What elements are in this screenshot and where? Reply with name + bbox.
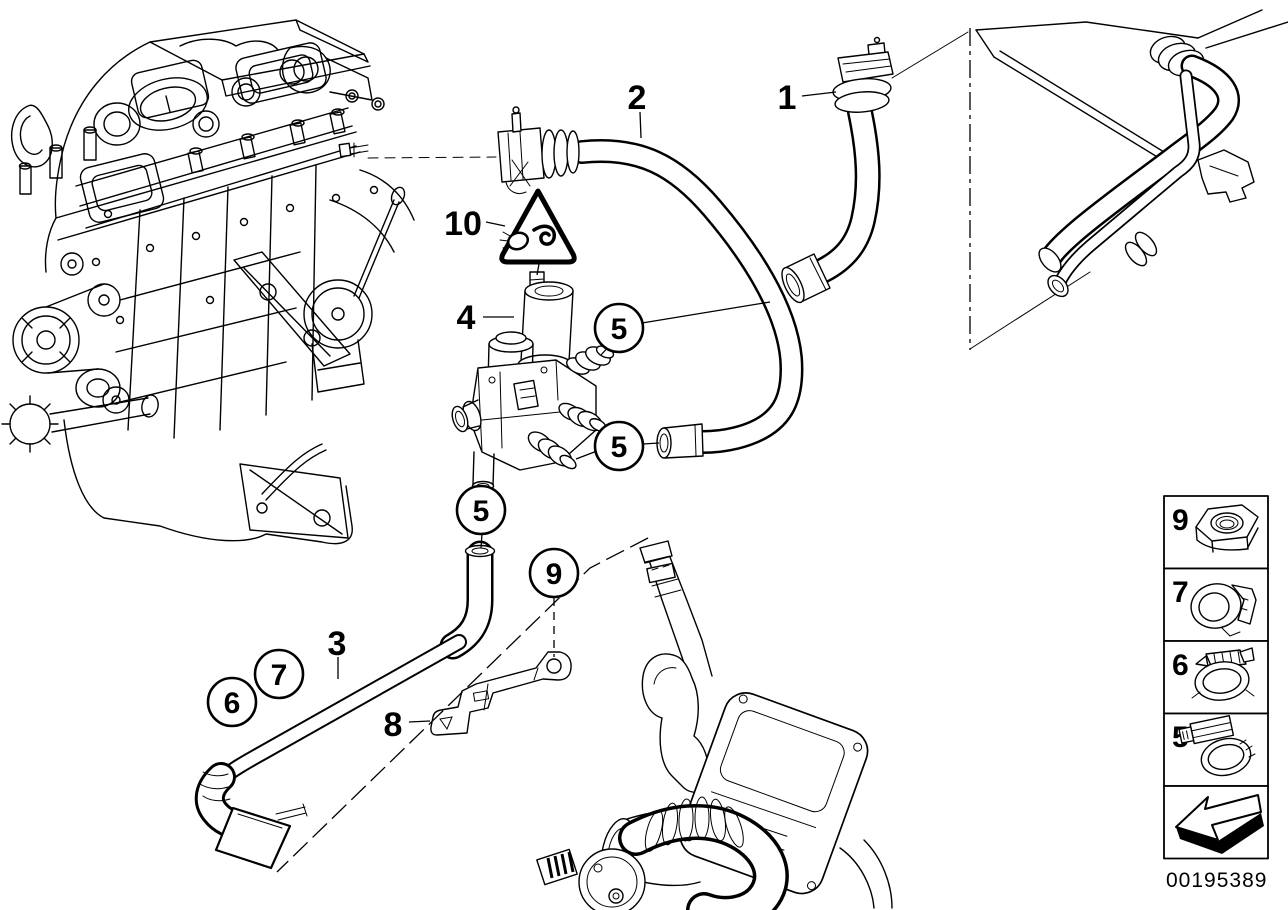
detail-boundary-line xyxy=(276,537,649,873)
legend-item-arrow[interactable] xyxy=(1163,785,1269,860)
hose-2-drawing xyxy=(497,106,791,459)
engine-connection-leader xyxy=(338,142,497,159)
callout-5-circled-top[interactable]: 5 xyxy=(593,302,645,354)
legend-item-7-label: 7 xyxy=(1172,576,1189,609)
worm-drive-hose-clamp-icon xyxy=(1178,714,1256,777)
document-number: 00195389 xyxy=(1166,869,1267,892)
hose-2-fitting xyxy=(497,106,580,195)
corrugated-hose-ribs xyxy=(644,796,744,852)
callout-8[interactable]: 8 xyxy=(384,706,403,744)
callout-5a-label[interactable]: 5 xyxy=(611,313,628,346)
callout-3-label[interactable]: 3 xyxy=(328,625,347,663)
profile-clamp-icon xyxy=(1191,647,1255,701)
callout-8-label[interactable]: 8 xyxy=(384,706,403,744)
callout-1-label[interactable]: 1 xyxy=(778,79,797,117)
callout-4-label[interactable]: 4 xyxy=(457,299,476,337)
callout-6-circled[interactable]: 6 xyxy=(206,676,258,728)
hose-1-connector xyxy=(832,36,894,113)
hose-1-drawing xyxy=(781,36,894,304)
callout-7-circled[interactable]: 7 xyxy=(253,648,305,700)
direction-arrow-icon xyxy=(1175,794,1264,854)
hose-clip-icon xyxy=(1190,583,1257,637)
mounting-bracket-drawing xyxy=(430,651,572,736)
callout-1[interactable]: 1 xyxy=(778,79,797,117)
legend-item-6-label: 6 xyxy=(1172,649,1189,682)
legend-item-9[interactable]: 9 xyxy=(1163,495,1269,570)
heater-pump-assembly-drawing xyxy=(536,540,893,910)
callout-10-label[interactable]: 10 xyxy=(444,205,482,243)
callout-2[interactable]: 2 xyxy=(628,79,647,117)
hex-nut-icon xyxy=(1195,504,1259,553)
callout-7-label[interactable]: 7 xyxy=(271,659,288,692)
callout-10[interactable]: 10 xyxy=(444,205,482,243)
callout-9-label[interactable]: 9 xyxy=(546,558,563,591)
callout-5b-label[interactable]: 5 xyxy=(611,431,628,464)
legend-item-5[interactable]: 5 xyxy=(1163,712,1269,787)
callout-2-label[interactable]: 2 xyxy=(628,79,647,117)
callout-3[interactable]: 3 xyxy=(328,625,347,663)
legend-item-9-label: 9 xyxy=(1172,504,1189,537)
engine-block-drawing xyxy=(1,19,415,545)
pinch-hazard-warning-triangle-icon xyxy=(499,188,577,265)
radiator-context-drawing xyxy=(891,9,1288,350)
callout-5-circled-middle[interactable]: 5 xyxy=(593,420,645,472)
callout-6-label[interactable]: 6 xyxy=(224,687,241,720)
legend-panel: 9 7 6 xyxy=(1163,495,1269,860)
callout-5c-label[interactable]: 5 xyxy=(473,495,490,528)
callout-5-circled-bottom[interactable]: 5 xyxy=(455,484,507,536)
callout-4[interactable]: 4 xyxy=(457,299,476,337)
water-valve-drawing xyxy=(451,271,615,492)
legend-item-7[interactable]: 7 xyxy=(1163,567,1269,642)
legend-item-6[interactable]: 6 xyxy=(1163,640,1269,715)
callout-9-circled[interactable]: 9 xyxy=(528,547,580,599)
return-pipe-drawing xyxy=(200,546,496,870)
valve-ribbed-ports xyxy=(527,345,615,470)
